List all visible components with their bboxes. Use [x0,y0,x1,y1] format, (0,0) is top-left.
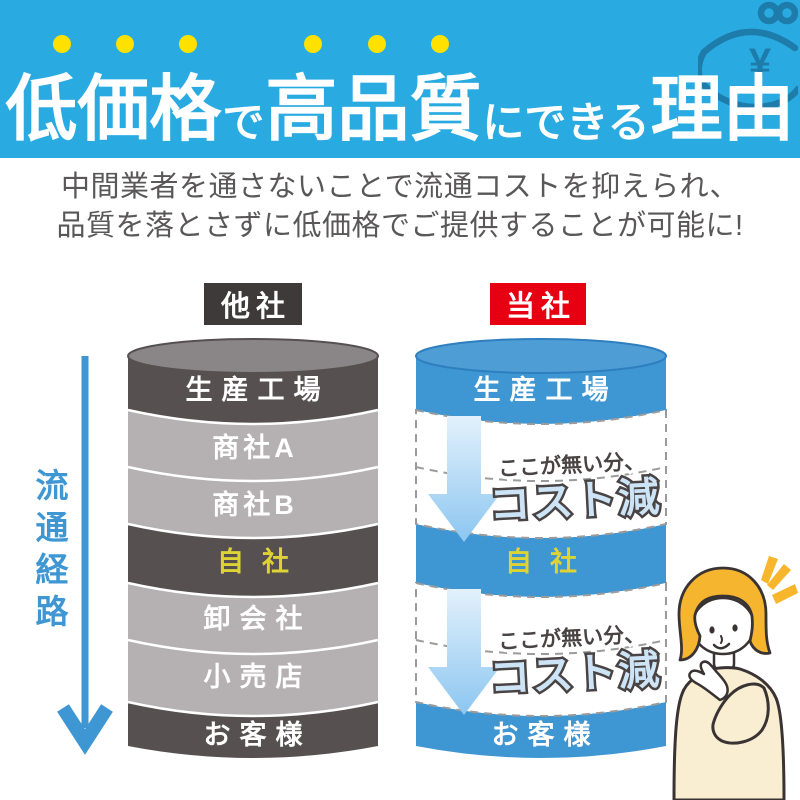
layer-factory: 生産工場 [185,375,330,405]
person-illustration [672,556,798,800]
intro-text: 中間業者を通さないことで流通コストを抑えられ、 品質を落とさずに低価格でご提供す… [0,168,800,246]
accent-dot [431,35,449,53]
layer-customer: お客様 [203,720,312,750]
our-company-tag: 当社 [490,283,586,325]
sparkle-icon [761,556,798,604]
accent-dot [368,35,386,53]
other-company-cylinder [127,338,379,758]
accent-dot [179,35,197,53]
layer-customer: お客様 [491,720,600,750]
title-segment: 低価格 [5,70,222,150]
layer-own-company: 自社 [505,547,595,577]
title-segment: 高品質 [265,70,482,150]
title-segment: 理由 [650,70,795,150]
accent-dot [304,35,322,53]
cost-down-arrow-icon [428,416,500,542]
cost-down-arrow-icon [428,589,500,715]
layer-trader-a: 商社A [212,433,298,463]
yen-symbol: ¥ [749,41,772,85]
accent-dot [53,35,71,53]
page-title: 低価格 で 高品質 にできる 理由 [0,60,800,146]
intro-line-2: 品質を落とさずに低価格でご提供することが可能に! [56,210,744,242]
coin-purse-icon: ¥ [698,1,798,111]
layer-trader-b: 商社B [212,490,298,520]
header-banner: ¥ 低価格 で 高品質 にできる 理由 [0,0,800,158]
title-segment: にできる [482,99,650,146]
cost-note-line2: コスト減 [488,474,662,529]
layer-factory: 生産工場 [473,375,618,405]
other-company-tag: 他社 [204,283,302,325]
title-segment: で [222,99,265,146]
route-axis-label: 流通経路 [31,468,68,636]
down-arrow-icon [57,356,113,755]
layer-own-company: 自社 [217,547,307,577]
cost-note-line2: コスト減 [488,647,662,702]
layer-retailer: 小売店 [203,662,312,692]
layer-wholesaler: 卸会社 [203,604,312,634]
our-company-cylinder: ここが無い分、 コスト減 ここが無い分、 コスト減 [415,338,667,758]
intro-line-1: 中間業者を通さないことで流通コストを抑えられ、 [61,171,739,203]
accent-dot [116,35,134,53]
